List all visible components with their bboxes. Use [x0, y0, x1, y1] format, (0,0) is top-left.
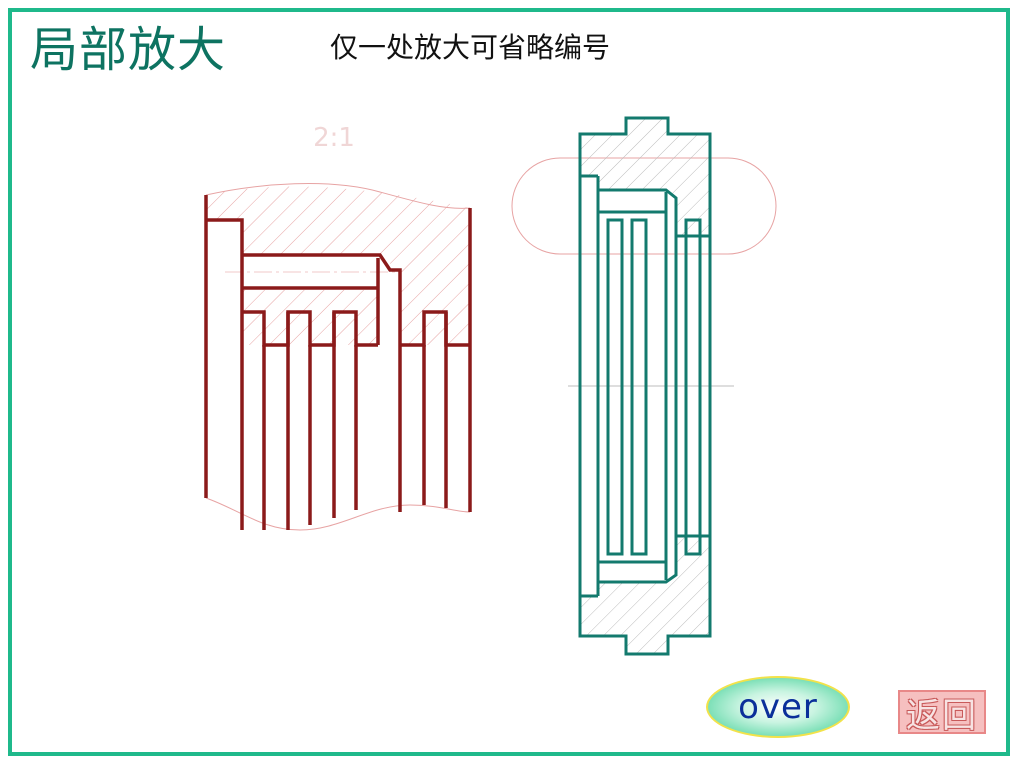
back-button-label: 返回 — [906, 695, 978, 736]
main-view — [511, 116, 777, 656]
detail-break-bottom — [205, 497, 471, 531]
detail-hatch-area — [206, 186, 470, 345]
detail-break-top — [205, 183, 471, 209]
detail-view: 2:1 — [204, 123, 472, 531]
back-button[interactable]: 返回 — [898, 690, 986, 736]
slide-frame — [8, 8, 1010, 756]
detail-step-top — [206, 218, 244, 530]
page-subtitle: 仅一处放大可省略编号 — [330, 31, 611, 64]
main-detail-circle — [511, 157, 777, 255]
detail-teeth-right — [400, 310, 470, 347]
page-title: 局部放大 — [30, 22, 227, 78]
over-button[interactable]: over — [706, 676, 850, 738]
over-button-label: over — [738, 687, 818, 727]
detail-sleeve — [242, 253, 402, 512]
main-sleeve-top — [598, 188, 678, 584]
detail-scale-label: 2:1 — [313, 123, 355, 153]
main-fin-2 — [630, 218, 648, 556]
main-fin-1 — [606, 218, 624, 556]
main-outline — [578, 116, 712, 656]
main-fin-3 — [684, 218, 702, 556]
detail-teeth — [242, 310, 378, 347]
